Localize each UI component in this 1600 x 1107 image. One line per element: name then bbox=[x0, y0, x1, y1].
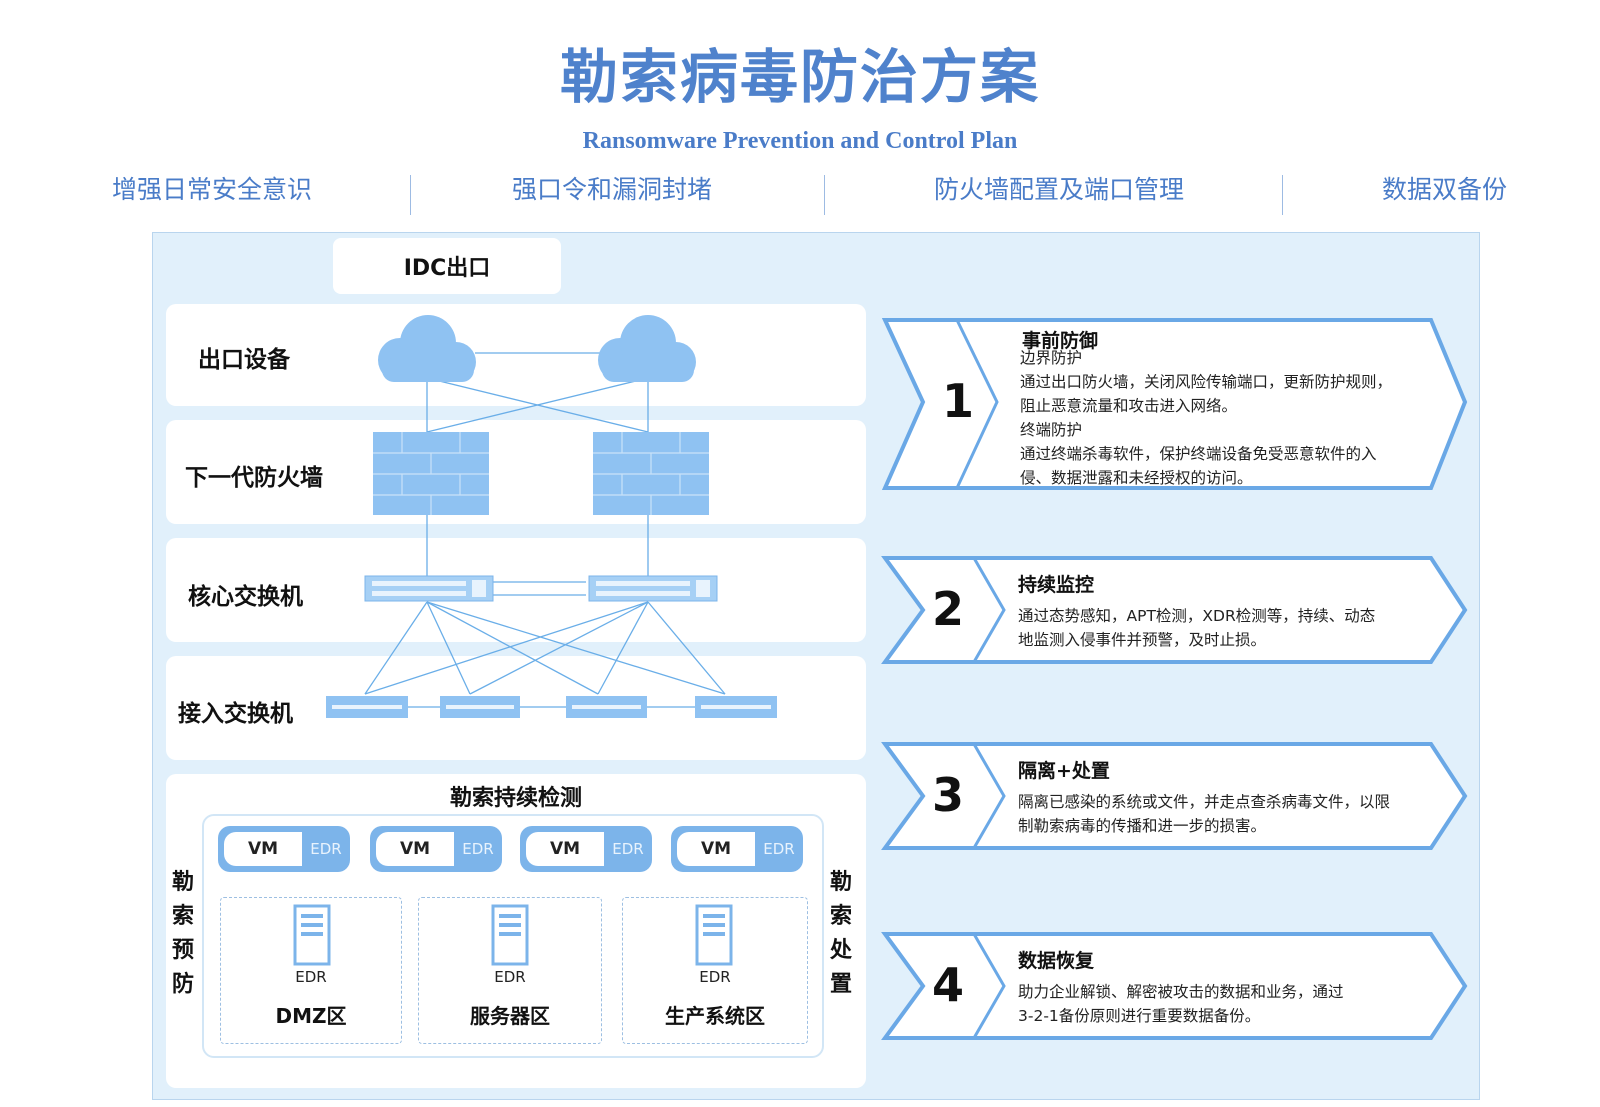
step-2-number: 2 bbox=[931, 582, 964, 636]
zone-server: EDR 服务器区 bbox=[418, 897, 602, 1044]
step-3-line: 制勒索病毒的传播和进一步的损害。 bbox=[1018, 817, 1267, 835]
step-3-title: 隔离+处置 bbox=[1018, 760, 1110, 782]
vm-edr-label: EDR bbox=[612, 840, 644, 858]
zone-name: 生产系统区 bbox=[665, 1004, 765, 1028]
step-2-description: 通过态势感知，APT检测，XDR检测等，持续、动态 地监测入侵事件并预警，及时止… bbox=[1018, 604, 1438, 652]
strategy-awareness: 增强日常安全意识 bbox=[112, 175, 313, 204]
step-1-number: 1 bbox=[941, 374, 974, 428]
step-2-line: 地监测入侵事件并预警，及时止损。 bbox=[1018, 631, 1267, 649]
step-2-chevron bbox=[881, 556, 1468, 664]
idc-exit-label: IDC出口 bbox=[403, 256, 491, 281]
strategy-divider bbox=[410, 175, 411, 215]
layer-label-access-switch: 接入交换机 bbox=[178, 701, 293, 727]
step-4-number: 4 bbox=[931, 958, 964, 1012]
step-3-description: 隔离已感染的系统或文件，并走点查杀病毒文件，以限 制勒索病毒的传播和进一步的损害… bbox=[1018, 790, 1438, 838]
zone-edr-label: EDR bbox=[699, 968, 731, 986]
step-1-line: 终端防护 bbox=[1020, 421, 1083, 439]
strategy-firewall-ports: 防火墙配置及端口管理 bbox=[934, 175, 1185, 204]
vertical-label-prevention: 勒索预防 bbox=[171, 870, 194, 997]
vm-edr-pill: VM EDR bbox=[520, 826, 652, 872]
layer-label-firewall: 下一代防火墙 bbox=[185, 465, 323, 491]
firewall-icon bbox=[593, 432, 709, 515]
access-switch-icon bbox=[326, 696, 408, 718]
access-switch-icon bbox=[695, 696, 777, 718]
core-switch-icon bbox=[588, 575, 718, 602]
step-4-title: 数据恢复 bbox=[1018, 950, 1095, 972]
band-firewall bbox=[166, 420, 866, 524]
zone-dmz: EDR DMZ区 bbox=[220, 897, 402, 1044]
zone-edr-label: EDR bbox=[295, 968, 327, 986]
vertical-label-response: 勒索处置 bbox=[829, 870, 852, 997]
cloud-icon bbox=[598, 315, 696, 382]
step-4-line: 助力企业解锁、解密被攻击的数据和业务，通过 bbox=[1018, 983, 1344, 1001]
access-switch-icon bbox=[566, 696, 647, 718]
step-1-line: 通过出口防火墙，关闭风险传输端口，更新防护规则， bbox=[1020, 373, 1393, 391]
strategy-divider bbox=[824, 175, 825, 215]
step-3-number: 3 bbox=[931, 768, 964, 822]
step-1-chevron bbox=[881, 318, 1468, 490]
zone-name: 服务器区 bbox=[470, 1004, 550, 1028]
zone-edr-label: EDR bbox=[494, 968, 526, 986]
server-icon bbox=[695, 904, 733, 966]
step-1-line: 阻止恶意流量和攻击进入网络。 bbox=[1020, 397, 1238, 415]
step-4-divider bbox=[972, 933, 1006, 1039]
strategy-passwords: 强口令和漏洞封堵 bbox=[512, 175, 713, 204]
cloud-icon bbox=[378, 315, 476, 382]
vm-label: VM bbox=[526, 832, 604, 866]
step-3-divider bbox=[972, 743, 1006, 849]
page-title: 勒索病毒防治方案 bbox=[559, 43, 1040, 111]
zone-name: DMZ区 bbox=[275, 1004, 347, 1028]
vm-label: VM bbox=[224, 832, 302, 866]
strategy-backup: 数据双备份 bbox=[1382, 175, 1508, 204]
step-4-chevron bbox=[881, 932, 1468, 1040]
core-switch-icon bbox=[364, 575, 494, 602]
layer-label-core-switch: 核心交换机 bbox=[188, 584, 303, 610]
step-4-line: 3-2-1备份原则进行重要数据备份。 bbox=[1018, 1007, 1261, 1025]
server-icon bbox=[491, 904, 529, 966]
step-1-title: 事前防御 bbox=[1022, 330, 1099, 352]
step-2-title: 持续监控 bbox=[1018, 574, 1095, 596]
step-1-description: 边界防护 通过出口防火墙，关闭风险传输端口，更新防护规则， 阻止恶意流量和攻击进… bbox=[1020, 346, 1440, 490]
detection-title: 勒索持续检测 bbox=[449, 786, 582, 811]
band-core-switch bbox=[166, 538, 866, 642]
step-2-line: 通过态势感知，APT检测，XDR检测等，持续、动态 bbox=[1018, 607, 1376, 625]
band-exit-devices bbox=[166, 304, 866, 406]
idc-exit-box: IDC出口 bbox=[333, 238, 561, 294]
step-3-line: 隔离已感染的系统或文件，并走点查杀病毒文件，以限 bbox=[1018, 793, 1391, 811]
strategy-divider bbox=[1282, 175, 1283, 215]
vm-edr-label: EDR bbox=[310, 840, 342, 858]
layer-label-exit: 出口设备 bbox=[198, 347, 290, 373]
step-2-divider bbox=[972, 557, 1006, 663]
vm-edr-pill: VM EDR bbox=[370, 826, 502, 872]
vm-edr-label: EDR bbox=[462, 840, 494, 858]
vm-edr-pill: VM EDR bbox=[218, 826, 350, 872]
step-1-line: 侵、数据泄露和未经授权的访问。 bbox=[1020, 469, 1253, 487]
vm-edr-label: EDR bbox=[763, 840, 795, 858]
firewall-icon bbox=[373, 432, 489, 515]
vm-label: VM bbox=[677, 832, 755, 866]
zone-production: EDR 生产系统区 bbox=[622, 897, 808, 1044]
step-3-chevron bbox=[881, 742, 1468, 850]
page-subtitle: Ransomware Prevention and Control Plan bbox=[582, 128, 1018, 154]
step-1-line: 边界防护 bbox=[1020, 349, 1083, 367]
vm-edr-pill: VM EDR bbox=[671, 826, 803, 872]
server-icon bbox=[293, 904, 331, 966]
vm-label: VM bbox=[376, 832, 454, 866]
step-1-divider bbox=[955, 319, 999, 489]
step-4-description: 助力企业解锁、解密被攻击的数据和业务，通过 3-2-1备份原则进行重要数据备份。 bbox=[1018, 980, 1438, 1028]
step-1-line: 通过终端杀毒软件，保护终端设备免受恶意软件的入 bbox=[1020, 445, 1377, 463]
topology-links bbox=[364, 352, 726, 708]
access-switch-icon bbox=[440, 696, 520, 718]
